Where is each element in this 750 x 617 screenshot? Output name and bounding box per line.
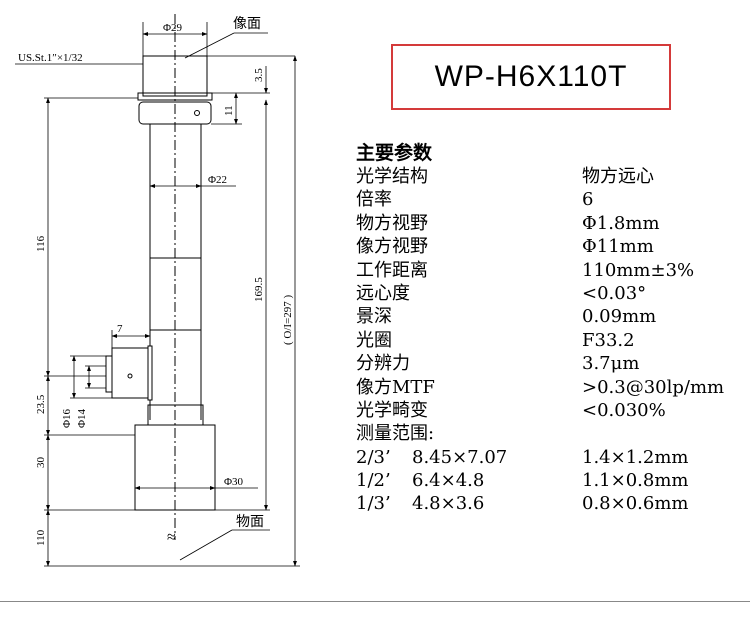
range-row: 1/3’ 4.8×3.6 0.8×0.6mm — [356, 492, 746, 515]
spec-row: 像方MTF >0.3@30lp/mm — [356, 376, 746, 399]
model-title: WP-H6X110T — [434, 60, 628, 93]
label-thread: US.St.1″×1/32 — [18, 52, 83, 64]
lens-dimension-drawing: 像面 Φ29 US.St.1″×1/32 3.5 11 Φ22 116 169.… — [15, 14, 300, 567]
spec-row: 倍率 6 — [356, 188, 746, 211]
label-image-side: 像面 — [233, 16, 261, 32]
range-sensor: 1/3’ — [356, 493, 391, 515]
spec-row: 景深 0.09mm — [356, 305, 746, 328]
spec-value: 0.09mm — [582, 306, 657, 328]
spec-row: 物方视野 Φ1.8mm — [356, 212, 746, 235]
spec-value: <0.03° — [582, 282, 647, 304]
spec-label: 光圈 — [356, 329, 392, 351]
bottom-divider — [0, 601, 750, 602]
dim-116: 116 — [35, 235, 47, 252]
spec-label: 分辨力 — [356, 353, 410, 375]
dim-3-5: 3.5 — [253, 68, 265, 82]
spec-heading: 主要参数 — [356, 142, 433, 164]
dim-phi16: Φ16 — [61, 408, 73, 428]
dim-11: 11 — [223, 105, 235, 116]
spec-value: 3.7μm — [582, 353, 640, 375]
lens-side-port — [111, 347, 151, 399]
dim-oi-297: ( O/I=297 ) — [282, 294, 294, 345]
spec-value: 物方远心 — [582, 166, 654, 187]
spec-label: 像方MTF — [356, 376, 435, 398]
range-object: 1.4×1.2mm — [582, 446, 689, 468]
dim-110: 110 — [35, 529, 47, 546]
range-object: 0.8×0.6mm — [582, 493, 689, 515]
spec-row: 光学畸变 <0.030% — [356, 399, 746, 422]
spec-value: F33.2 — [582, 329, 635, 351]
spec-panel: 主要参数 光学结构 物方远心倍率 6 物方视野 Φ1.8mm 像方视野 Φ11mm 工作距离 1… — [356, 143, 746, 516]
spec-label: 物方视野 — [356, 212, 428, 234]
spec-row: 工作距离 110mm±3% — [356, 259, 746, 282]
range-row: 2/3’ 8.45×7.07 1.4×1.2mm — [356, 446, 746, 469]
spec-rows: 光学结构 物方远心倍率 6 物方视野 Φ1.8mm 像方视野 Φ11mm 工作距离 110mm±… — [356, 165, 746, 422]
dim-phi14: Φ14 — [76, 408, 88, 428]
spec-row: 光圈 F33.2 — [356, 329, 746, 352]
range-fov: 6.4×4.8 — [412, 470, 485, 492]
spec-row: 分辨力 3.7μm — [356, 352, 746, 375]
spec-row: 远心度 <0.03° — [356, 282, 746, 305]
range-rows: 2/3’ 8.45×7.07 1.4×1.2mm 1/2’ 6.4×4.8 1.1×0.8… — [356, 446, 746, 516]
range-title: 测量范围: — [356, 423, 435, 445]
dim-7: 7 — [117, 323, 123, 335]
dim-169-5: 169.5 — [253, 277, 265, 302]
model-title-box: WP-H6X110T — [391, 44, 671, 110]
spec-value: >0.3@30lp/mm — [582, 376, 725, 398]
dim-30: 30 — [35, 457, 47, 469]
spec-row: 像方视野 Φ11mm — [356, 235, 746, 258]
spec-label: 光学结构 — [356, 166, 428, 187]
break-mark: ≈ — [167, 529, 176, 546]
spec-label: 远心度 — [356, 282, 410, 304]
spec-label: 工作距离 — [356, 259, 428, 281]
range-fov: 4.8×3.6 — [412, 493, 485, 515]
range-object: 1.1×0.8mm — [582, 470, 689, 492]
spec-row: 光学结构 物方远心 — [356, 165, 746, 188]
dim-phi29: Φ29 — [163, 22, 183, 34]
spec-value: Φ11mm — [582, 236, 654, 258]
dim-23-5: 23.5 — [35, 394, 47, 414]
spec-label: 倍率 — [356, 189, 392, 211]
spec-value: Φ1.8mm — [582, 212, 660, 234]
range-sensor: 1/2’ — [356, 470, 391, 492]
dim-phi30: Φ30 — [224, 476, 244, 488]
spec-label: 景深 — [356, 306, 392, 328]
label-object-side: 物面 — [236, 514, 264, 530]
range-sensor: 2/3’ — [356, 446, 391, 468]
range-fov: 8.45×7.07 — [412, 446, 508, 468]
spec-label: 像方视野 — [356, 236, 428, 258]
spec-value: 6 — [582, 189, 594, 211]
spec-value: 110mm±3% — [582, 259, 695, 281]
spec-label: 光学畸变 — [356, 399, 428, 421]
spec-value: <0.030% — [582, 399, 666, 421]
dim-phi22: Φ22 — [208, 174, 227, 186]
range-row: 1/2’ 6.4×4.8 1.1×0.8mm — [356, 469, 746, 492]
